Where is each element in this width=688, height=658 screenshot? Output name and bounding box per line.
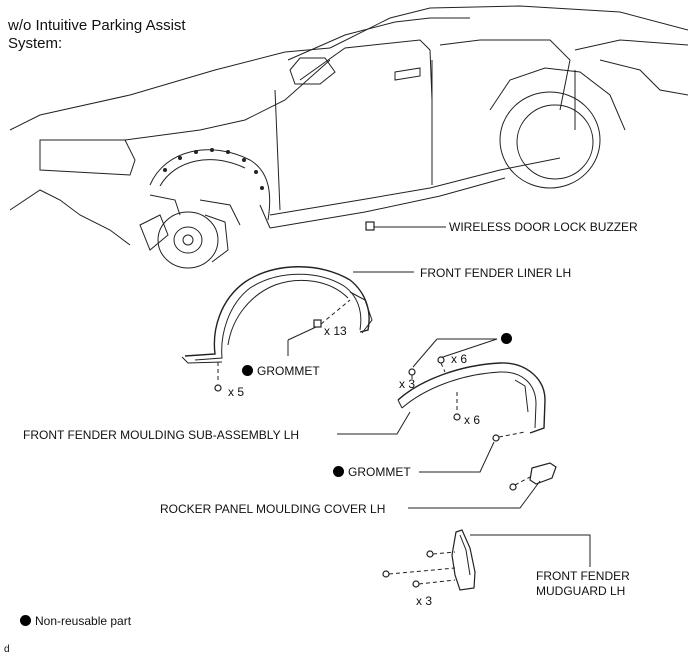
moulding-clip-icon [437,356,445,364]
title-line-1: w/o Intuitive Parking Assist [8,17,186,34]
label-grommet-liner: GROMMET [242,364,320,378]
label-front-fender-mudguard-line1: FRONT FENDER [536,569,630,583]
rocker-panel-moulding-cover [408,462,557,509]
mudguard-screw-icon [382,570,390,578]
non-reusable-marker-icon [20,615,31,626]
legend-non-reusable: Non-reusable part [20,614,131,628]
label-wireless-door-lock-buzzer: WIRELESS DOOR LOCK BUZZER [449,220,638,234]
front-fender-moulding [337,338,546,473]
grommet-text: GROMMET [348,465,411,479]
non-reusable-moulding-clip [501,332,516,346]
liner-screw-icon [214,384,222,392]
label-front-fender-liner: FRONT FENDER LINER LH [420,266,572,280]
front-fender-liner [181,266,414,392]
title-line-2: System: [8,35,63,52]
fender-clip-dots [163,148,264,190]
mudguard-clip-icon [426,550,434,558]
qty-liner-clips: x 13 [324,324,347,338]
page-title: w/o Intuitive Parking Assist System: [8,17,186,53]
label-grommet-moulding: GROMMET [333,465,411,479]
label-front-fender-mudguard-line2: MUDGUARD LH [536,584,626,598]
qty-liner-screws: x 5 [228,385,245,399]
rocker-screw-icon [509,483,517,491]
moulding-grommet-icon [492,434,500,442]
front-hub-assembly [139,194,241,269]
liner-clip-icon [313,319,322,328]
front-fender-mudguard [382,529,591,591]
wireless-door-lock-buzzer [365,221,446,231]
non-reusable-marker-icon [501,333,512,344]
moulding-screw-mid-icon [453,413,461,421]
label-rocker-panel-moulding-cover: ROCKER PANEL MOULDING COVER LH [160,502,386,516]
vehicle-outline [9,5,688,269]
non-reusable-marker-icon [333,466,344,477]
qty-moulding-clips-top: x 6 [451,352,468,366]
figure-code: d [4,644,10,655]
non-reusable-marker-icon [242,365,253,376]
legend-text: Non-reusable part [35,614,132,628]
moulding-screw-left-icon [408,368,416,376]
grommet-text: GROMMET [257,364,320,378]
qty-moulding-screws-left: x 3 [399,377,416,391]
label-front-fender-moulding: FRONT FENDER MOULDING SUB-ASSEMBLY LH [23,428,300,442]
qty-moulding-screws-mid: x 6 [464,413,481,427]
qty-mudguard-screws: x 3 [416,594,433,608]
